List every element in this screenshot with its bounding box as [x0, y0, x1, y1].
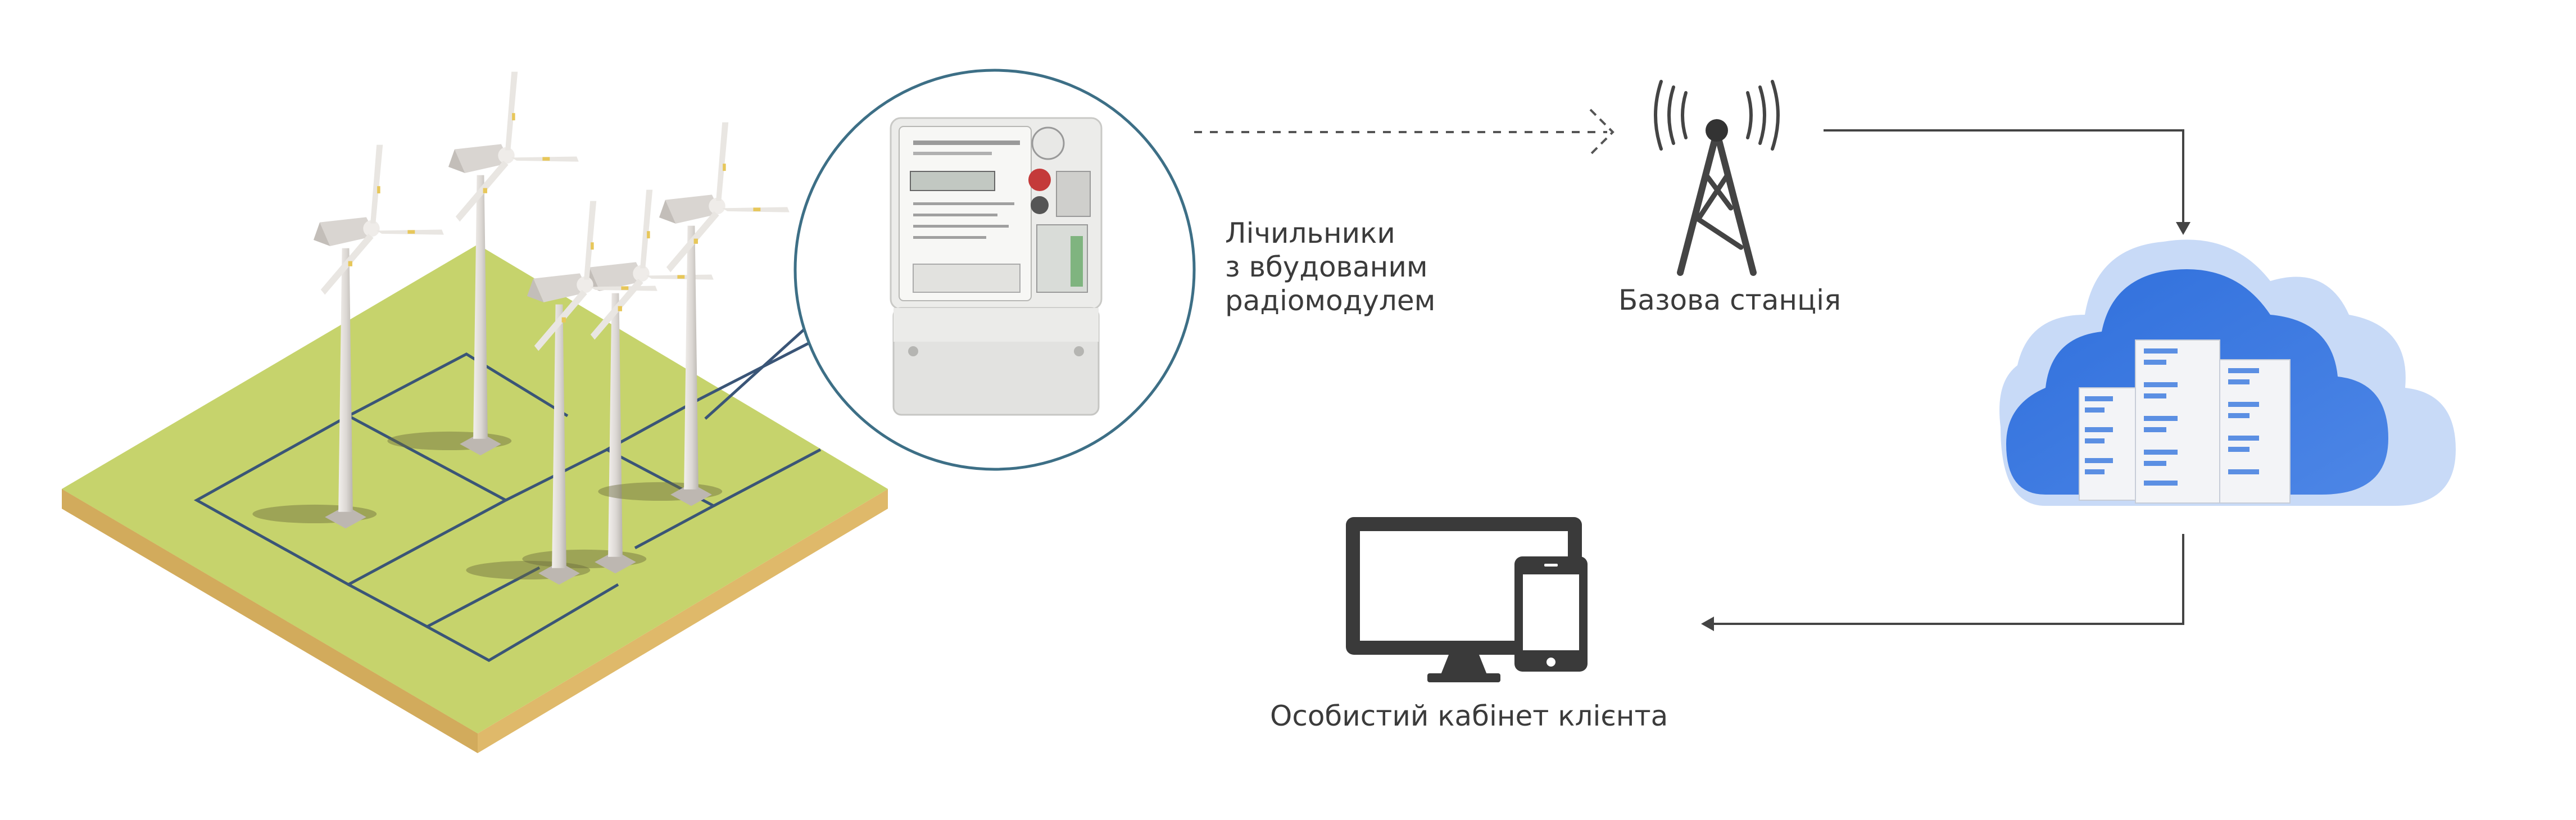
meter-caption-line: радіомодулем [1225, 284, 1436, 317]
meter-connector-line [704, 324, 810, 420]
meter-caption: Лічильники з вбудованим радіомодулем [1225, 216, 1540, 318]
downlink-arrow [1701, 534, 2184, 631]
base-station-caption: Базова станція [1618, 284, 1842, 316]
uplink-arrow [1824, 129, 2190, 235]
meter-caption-line: з вбудованим [1225, 251, 1428, 283]
client-cabinet-caption: Особистий кабінет клієнта [1270, 700, 1668, 732]
wireless-link-arrow [1194, 108, 1614, 156]
meter-caption-line: Лічильники [1225, 217, 1395, 250]
electricity-meter-icon [793, 69, 1196, 471]
radio-tower-icon [1654, 80, 1780, 276]
cloud-server-icon [1999, 239, 2456, 506]
tablet-icon [1514, 556, 1588, 672]
wind-farm-ground [62, 244, 888, 753]
